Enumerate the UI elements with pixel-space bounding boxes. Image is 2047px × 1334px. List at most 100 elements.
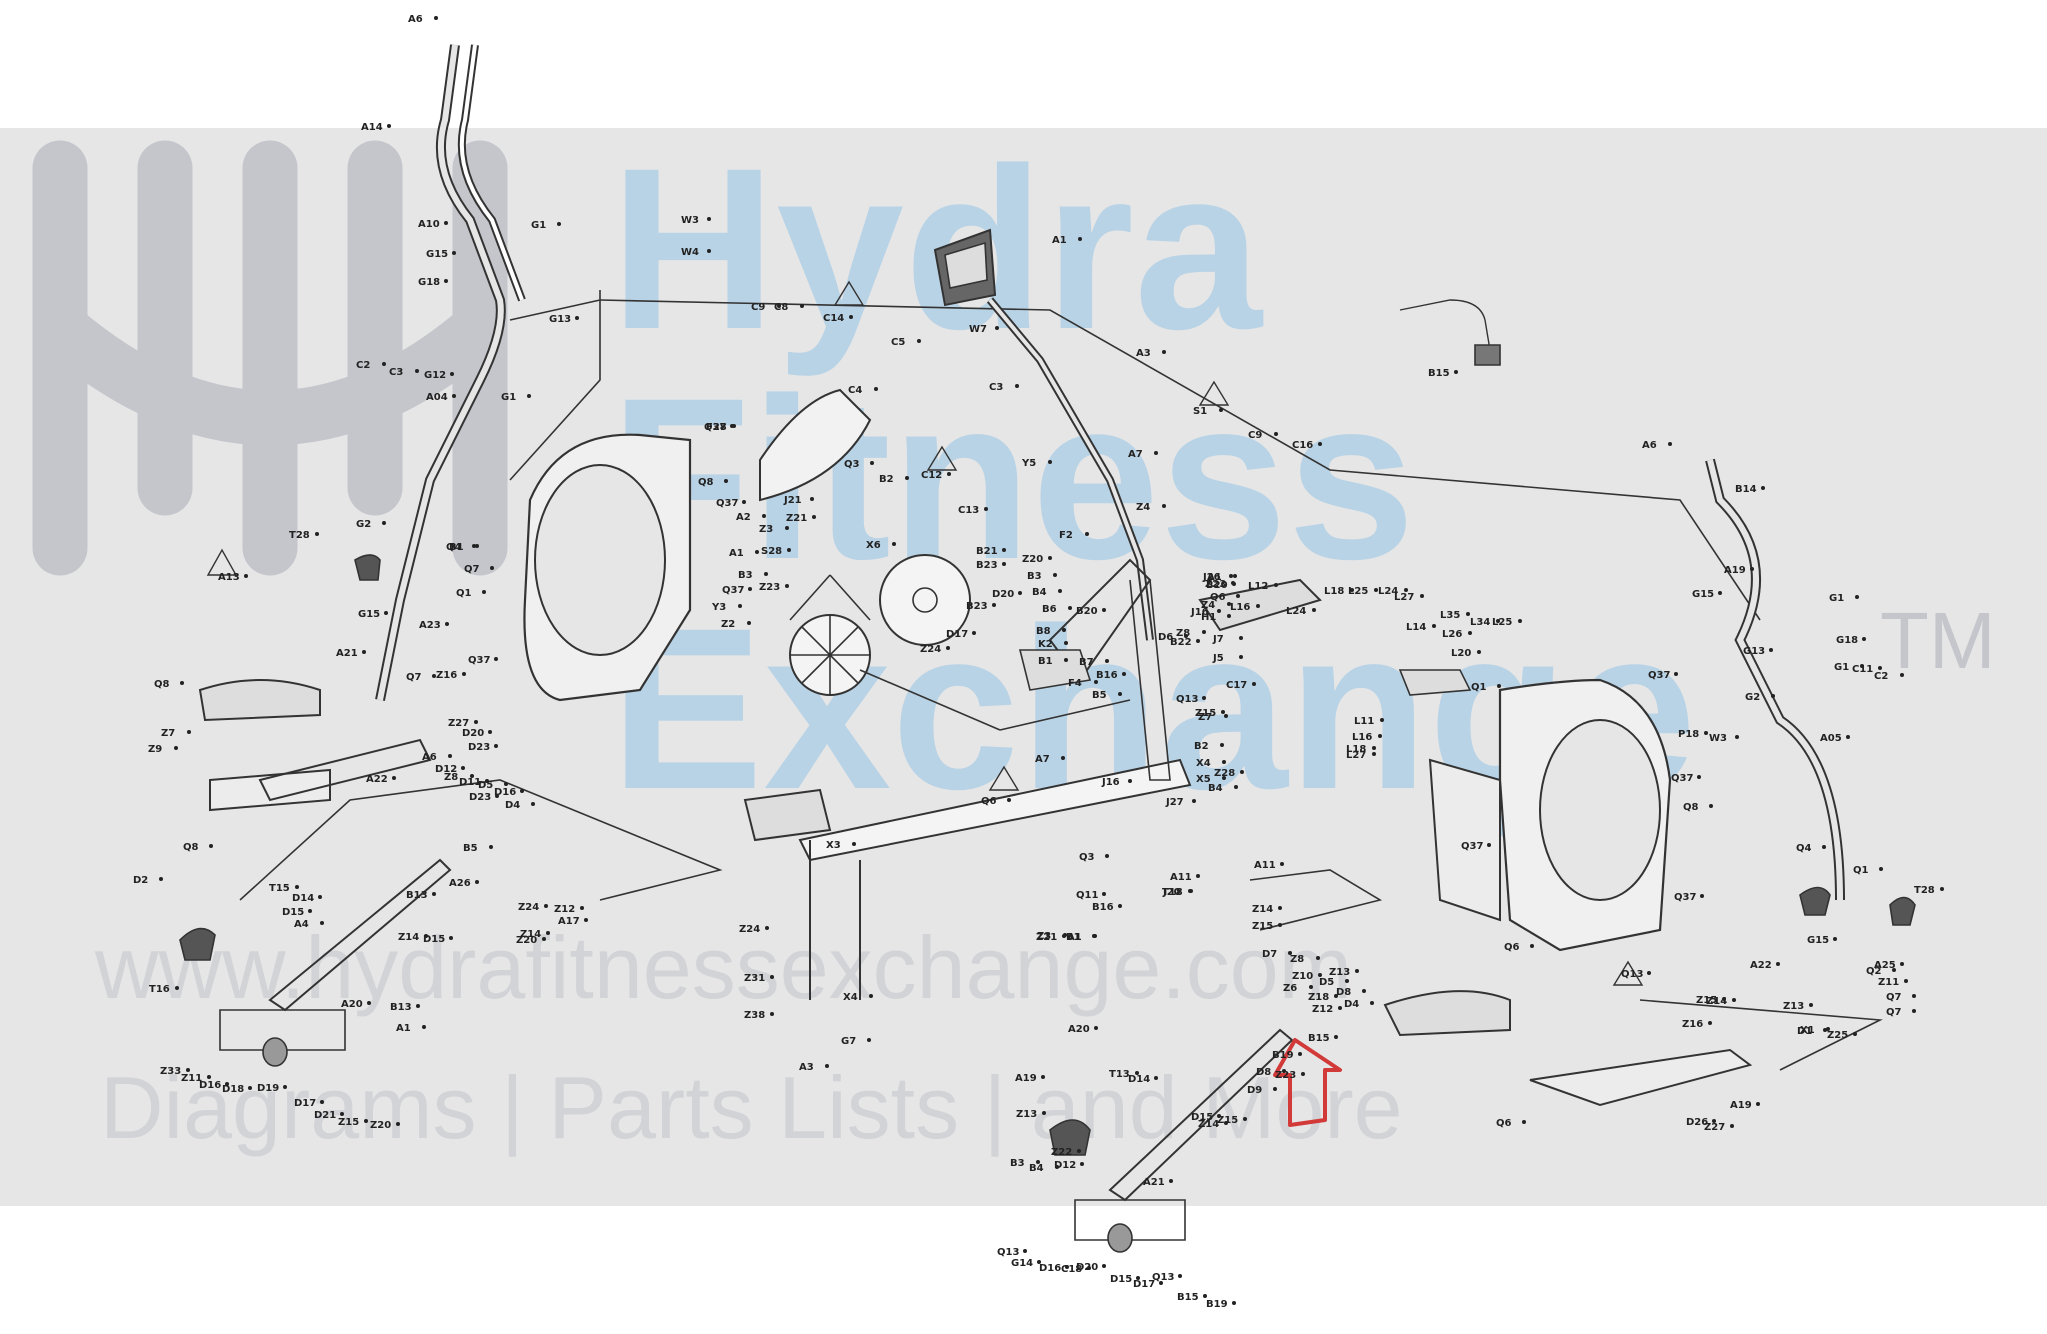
part-label-dot (870, 461, 874, 465)
part-label-dot (770, 975, 774, 979)
part-label-dot (1002, 562, 1006, 566)
part-label-dot (1378, 734, 1382, 738)
part-label: Z18 (1308, 992, 1329, 1003)
part-label-dot (905, 476, 909, 480)
part-label-dot (461, 766, 465, 770)
part-label: Q37 (1671, 773, 1693, 784)
part-label: Z14 (1706, 996, 1727, 1007)
part-label-dot (367, 1001, 371, 1005)
part-label: Z14 (398, 932, 419, 943)
part-label: Z15 (1252, 921, 1273, 932)
part-label: Q6 (1496, 1118, 1512, 1129)
part-label: A19 (1015, 1073, 1037, 1084)
part-label-dot (504, 782, 508, 786)
part-label-dot (1274, 583, 1278, 587)
part-label-dot (475, 880, 479, 884)
part-label-dot (1776, 962, 1780, 966)
part-label: A21 (336, 648, 358, 659)
part-label-dot (1063, 933, 1067, 937)
part-label: G12 (424, 370, 446, 381)
part-label-dot (1278, 906, 1282, 910)
part-label-dot (1862, 637, 1866, 641)
part-label: D6 (1158, 632, 1173, 643)
part-label-dot (382, 521, 386, 525)
part-label-dot (1018, 591, 1022, 595)
part-label: B1 (449, 542, 464, 553)
part-label-dot (546, 931, 550, 935)
part-label-dot (1239, 655, 1243, 659)
part-label-dot (1217, 1114, 1221, 1118)
part-label-dot (1718, 591, 1722, 595)
part-label-dot (1530, 944, 1534, 948)
part-label: Q37 (722, 585, 744, 596)
part-label: B22 (1170, 637, 1192, 648)
part-label: B4 (1029, 1163, 1044, 1174)
part-label: Q37 (1648, 670, 1670, 681)
part-label: L25 (1492, 617, 1512, 628)
part-label: Z14 (520, 929, 541, 940)
part-label-dot (1162, 504, 1166, 508)
part-label-dot (1860, 664, 1864, 668)
part-label-dot (1312, 608, 1316, 612)
watermark-tagline: Diagrams | Parts Lists | and More (100, 1058, 1403, 1157)
part-label-dot (1487, 843, 1491, 847)
part-label-dot (472, 544, 476, 548)
part-label-dot (1222, 760, 1226, 764)
part-label: D15 (1191, 1112, 1213, 1123)
part-label: C17 (1226, 680, 1247, 691)
part-label: D8 (1256, 1067, 1271, 1078)
part-label-dot (575, 316, 579, 320)
part-label: B13 (406, 890, 428, 901)
part-label: L25 (1348, 586, 1368, 597)
part-label-dot (422, 1025, 426, 1029)
part-label: X1 (1800, 1025, 1815, 1036)
part-label-dot (1036, 1160, 1040, 1164)
part-label-dot (207, 1075, 211, 1079)
part-label-dot (1064, 658, 1068, 662)
part-label: C14 (823, 313, 844, 324)
part-label: B16 (1096, 670, 1118, 681)
part-label-dot (1334, 1035, 1338, 1039)
part-label: Z12 (1312, 1004, 1333, 1015)
part-label: F2 (1059, 530, 1073, 541)
part-label: Q8 (1683, 802, 1699, 813)
part-label-dot (1756, 1102, 1760, 1106)
part-label: Z7 (161, 728, 175, 739)
part-label: D14 (1128, 1074, 1150, 1085)
part-label-dot (1853, 1032, 1857, 1036)
part-label: A1 (729, 548, 744, 559)
part-label: Q1 (1471, 682, 1487, 693)
part-label: Z15 (1195, 708, 1216, 719)
part-label: G14 (1011, 1258, 1033, 1269)
part-label: T15 (269, 883, 290, 894)
part-label-dot (1252, 682, 1256, 686)
part-label-dot (470, 774, 474, 778)
part-label-dot (1240, 770, 1244, 774)
part-label-dot (1065, 1265, 1069, 1269)
part-label: S28 (761, 546, 782, 557)
part-label: D23 (468, 742, 490, 753)
part-label: Z22 (1051, 1147, 1072, 1158)
part-label-dot (159, 877, 163, 881)
part-label: D20 (992, 589, 1014, 600)
part-label: B4 (1032, 587, 1047, 598)
part-label: Q6 (1210, 592, 1226, 603)
part-label-dot (852, 842, 856, 846)
part-label-dot (1878, 666, 1882, 670)
part-label-dot (1709, 804, 1713, 808)
part-label: A6 (422, 752, 437, 763)
part-label: J20 (1162, 887, 1181, 898)
part-label: F4 (1068, 678, 1082, 689)
part-label: A11 (1170, 872, 1192, 883)
part-label: D8 (1336, 987, 1351, 998)
part-label-dot (1188, 889, 1192, 893)
part-label: Z27 (1704, 1122, 1725, 1133)
part-label-dot (1771, 694, 1775, 698)
part-label: B19 (1272, 1050, 1294, 1061)
part-label: Z8 (1176, 628, 1190, 639)
part-label-dot (947, 472, 951, 476)
part-label: Y5 (1021, 458, 1036, 469)
part-label-dot (424, 934, 428, 938)
part-label-dot (1015, 384, 1019, 388)
part-label: A7 (1035, 754, 1050, 765)
